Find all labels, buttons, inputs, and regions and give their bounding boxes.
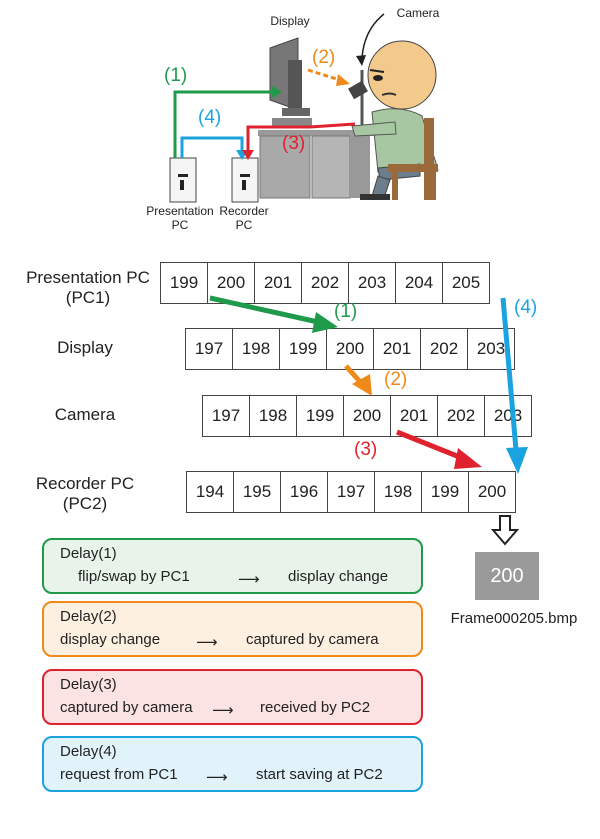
row-label-recorder-pc-line1: Recorder PC: [35, 474, 135, 493]
illustration-marker-2: (2): [312, 47, 336, 68]
display-label: Display: [270, 14, 310, 28]
saved-filename: Frame000205.bmp: [450, 610, 578, 627]
recorder-pc-label-line1: Recorder: [219, 204, 269, 218]
saved-frame-thumbnail: 200: [475, 552, 539, 600]
delay-2-to: captured by camera: [246, 631, 379, 648]
illustration-marker-3: (3): [282, 133, 306, 154]
connection-lines: [173, 13, 385, 160]
frame-cell: 202: [301, 262, 349, 304]
frame-row-recorder-pc: 194 195 196 197 198 199 200: [186, 471, 516, 513]
frame-cell: 198: [232, 328, 280, 370]
frame-cell: 199: [279, 328, 327, 370]
delay-4-box: Delay(4) request from PC1 ⟶ start saving…: [42, 736, 423, 792]
right-arrow-icon: ⟶: [206, 769, 228, 786]
down-outline-arrow-icon: [490, 515, 520, 546]
frame-cell: 197: [185, 328, 233, 370]
timeline-marker-3: (3): [354, 439, 378, 460]
presentation-pc-label-line1: Presentation: [146, 204, 214, 218]
illustration-marker-1: (1): [164, 65, 188, 86]
frame-cell: 205: [442, 262, 490, 304]
frame-row-camera: 197 198 199 200 201 202 203: [202, 395, 532, 437]
row-label-camera-line1: Camera: [54, 405, 116, 424]
arrow-delay-2: [344, 364, 372, 396]
desk: [258, 130, 376, 199]
row-label-presentation-pc-line2: (PC1): [65, 288, 111, 307]
frame-cell: 197: [202, 395, 250, 437]
frame-cell: 201: [390, 395, 438, 437]
delay-1-from: flip/swap by PC1: [78, 568, 190, 585]
frame-cell: 200: [468, 471, 516, 513]
frame-cell: 203: [348, 262, 396, 304]
delay-4-to: start saving at PC2: [256, 766, 383, 783]
presentation-pc-tower: [169, 157, 197, 203]
frame-cell: 198: [249, 395, 297, 437]
delay-4-title: Delay(4): [60, 743, 117, 760]
delay-2-from: display change: [60, 631, 161, 648]
timeline-marker-1: (1): [334, 301, 358, 322]
presentation-pc-label: Presentation PC: [140, 204, 220, 232]
row-label-camera: Camera: [40, 405, 130, 425]
frame-cell: 199: [296, 395, 344, 437]
frame-cell: 202: [420, 328, 468, 370]
timeline-marker-4: (4): [514, 297, 538, 318]
delay-3-title: Delay(3): [60, 676, 117, 693]
illustration-marker-4: (4): [198, 107, 222, 128]
frame-cell: 197: [327, 471, 375, 513]
right-arrow-icon: ⟶: [196, 634, 218, 651]
camera-device: [348, 70, 368, 132]
timeline-marker-2: (2): [384, 369, 408, 390]
row-label-display-line1: Display: [57, 338, 113, 357]
frame-cell: 199: [160, 262, 208, 304]
frame-cell: 200: [343, 395, 391, 437]
delay-3-from: captured by camera: [60, 699, 193, 716]
recorder-pc-label-line2: PC: [235, 218, 253, 232]
delay-2-title: Delay(2): [60, 608, 117, 625]
row-label-recorder-pc-line2: (PC2): [62, 494, 108, 513]
row-label-presentation-pc-line1: Presentation PC: [26, 268, 150, 287]
frame-cell: 194: [186, 471, 234, 513]
delay-1-title: Delay(1): [60, 545, 117, 562]
delay-4-from: request from PC1: [60, 766, 178, 783]
frame-cell: 199: [421, 471, 469, 513]
row-label-display: Display: [40, 338, 130, 358]
frame-cell: 204: [395, 262, 443, 304]
timeline-arrows: [209, 295, 528, 546]
presentation-pc-label-line2: PC: [171, 218, 189, 232]
camera-label: Camera: [396, 6, 440, 20]
right-arrow-icon: ⟶: [238, 571, 260, 588]
frame-row-display: 197 198 199 200 201 202 203: [185, 328, 515, 370]
frame-cell: 201: [254, 262, 302, 304]
delay-2-box: Delay(2) display change ⟶ captured by ca…: [42, 601, 423, 657]
frame-cell: 196: [280, 471, 328, 513]
frame-cell: 195: [233, 471, 281, 513]
row-label-presentation-pc: Presentation PC (PC1): [14, 268, 162, 308]
delay-1-box: Delay(1) flip/swap by PC1 ⟶ display chan…: [42, 538, 423, 594]
recorder-pc-tower: [231, 157, 259, 203]
arrow-delay-1: [209, 295, 338, 333]
chair: [388, 118, 438, 200]
frame-cell: 198: [374, 471, 422, 513]
delay-3-to: received by PC2: [260, 699, 371, 716]
arrow-delay-3: [396, 429, 482, 469]
row-label-recorder-pc: Recorder PC (PC2): [20, 474, 150, 514]
setup-illustration: [169, 13, 439, 203]
right-arrow-icon: ⟶: [212, 702, 234, 719]
delay-1-to: display change: [288, 568, 389, 585]
arrow-delay-4: [500, 297, 528, 474]
recorder-pc-label: Recorder PC: [212, 204, 276, 232]
delay-3-box: Delay(3) captured by camera ⟶ received b…: [42, 669, 423, 725]
